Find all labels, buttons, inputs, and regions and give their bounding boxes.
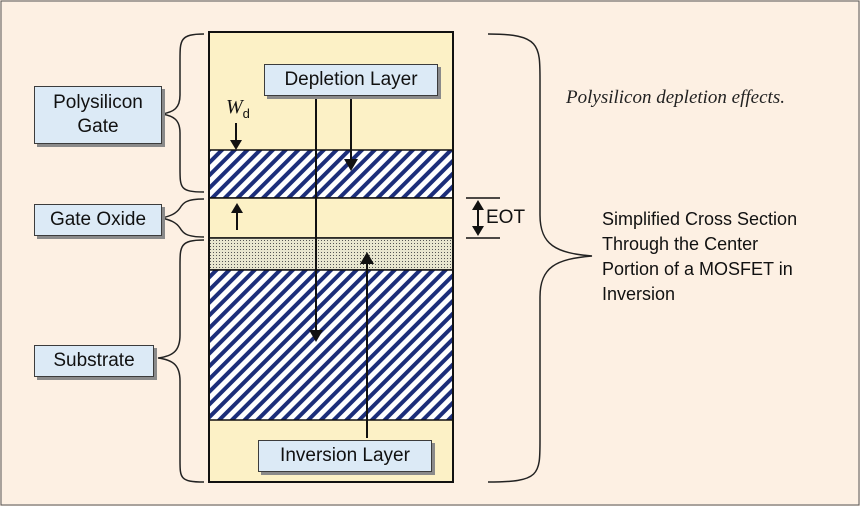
wd-main: W — [226, 96, 243, 118]
wd-annotation: Wd — [226, 96, 250, 121]
device-description: Simplified Cross Section Through the Cen… — [602, 209, 798, 304]
figure-caption: Polysilicon depletion effects. — [566, 87, 785, 108]
oxide-brace — [161, 198, 205, 238]
eot-label: EOT — [486, 207, 526, 228]
substrate-label: Substrate — [34, 345, 154, 377]
polysilicon-gate-label: Polysilicon Gate — [34, 86, 162, 144]
substrate-brace — [157, 239, 205, 483]
gate-oxide-label: Gate Oxide — [34, 204, 162, 236]
inversion-layer-label: Inversion Layer — [258, 440, 432, 472]
device-brace — [487, 33, 593, 483]
poly-brace — [161, 33, 205, 193]
poly-depletion-region — [208, 149, 454, 199]
inversion-region — [208, 237, 454, 271]
gate-oxide-region — [208, 197, 454, 239]
depletion-layer-label: Depletion Layer — [264, 64, 438, 96]
wd-subscript: d — [242, 106, 250, 121]
substrate-depletion-region — [208, 269, 454, 421]
